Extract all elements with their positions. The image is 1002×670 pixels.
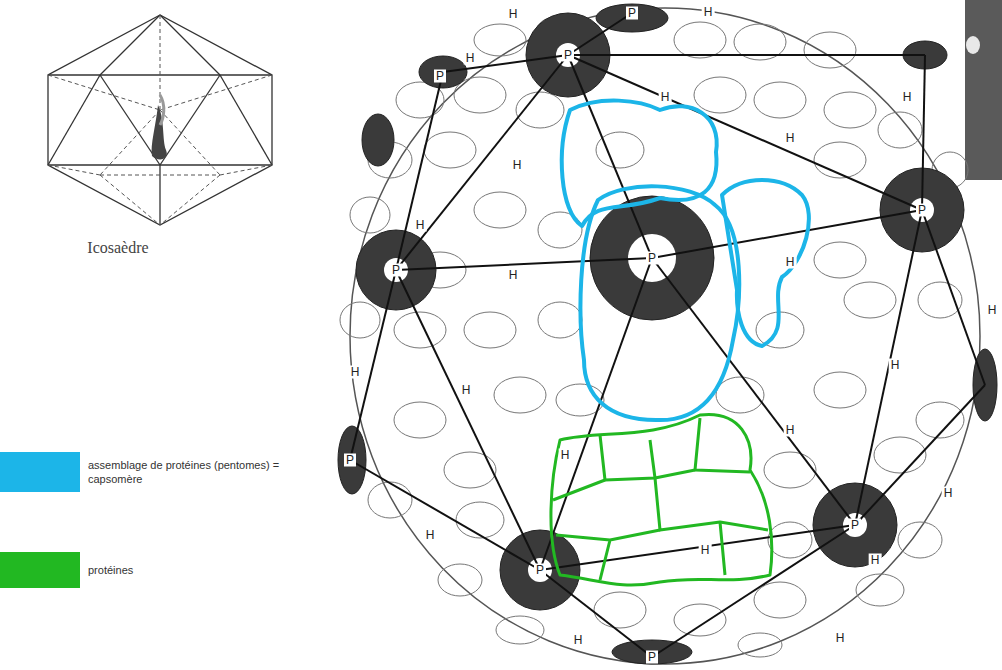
legend-swatch xyxy=(0,552,80,588)
protein-label: P xyxy=(646,252,658,265)
protein-label: H xyxy=(424,529,437,542)
protein-label: P xyxy=(562,49,574,62)
protein-label: H xyxy=(869,554,882,567)
protein-label: H xyxy=(784,256,797,269)
protein-label: H xyxy=(572,634,585,647)
protein-label: P xyxy=(646,651,658,664)
protein-label: H xyxy=(889,359,902,372)
protein-label: H xyxy=(784,424,797,437)
protein-label: H xyxy=(942,487,955,500)
protein-label: H xyxy=(349,366,362,379)
protein-label: P xyxy=(390,264,402,277)
protein-label: P xyxy=(434,70,446,83)
protein-label: P xyxy=(626,7,638,20)
protein-label: H xyxy=(507,8,520,21)
figure-caption: Icosaèdre xyxy=(85,239,150,257)
protein-label: H xyxy=(986,304,999,317)
protein-label: H xyxy=(834,632,847,645)
protein-label: P xyxy=(344,454,356,467)
protein-label: H xyxy=(702,6,715,19)
protein-label: H xyxy=(464,52,477,65)
protein-label: H xyxy=(559,449,572,462)
legend-text: assemblage de protéines (pentomes) = cap… xyxy=(88,458,303,486)
legend-text: protéines xyxy=(88,563,288,577)
legend-swatch xyxy=(0,452,80,492)
protein-label: P xyxy=(534,564,546,577)
protein-label: H xyxy=(699,544,712,557)
protein-label: H xyxy=(460,384,473,397)
protein-label: H xyxy=(511,159,524,172)
protein-label: P xyxy=(849,519,861,532)
protein-label: H xyxy=(414,219,427,232)
protein-label: H xyxy=(901,91,914,104)
protein-label: H xyxy=(507,269,520,282)
protein-label: H xyxy=(784,132,797,145)
protein-label: H xyxy=(659,91,672,104)
protein-label: P xyxy=(916,204,928,217)
